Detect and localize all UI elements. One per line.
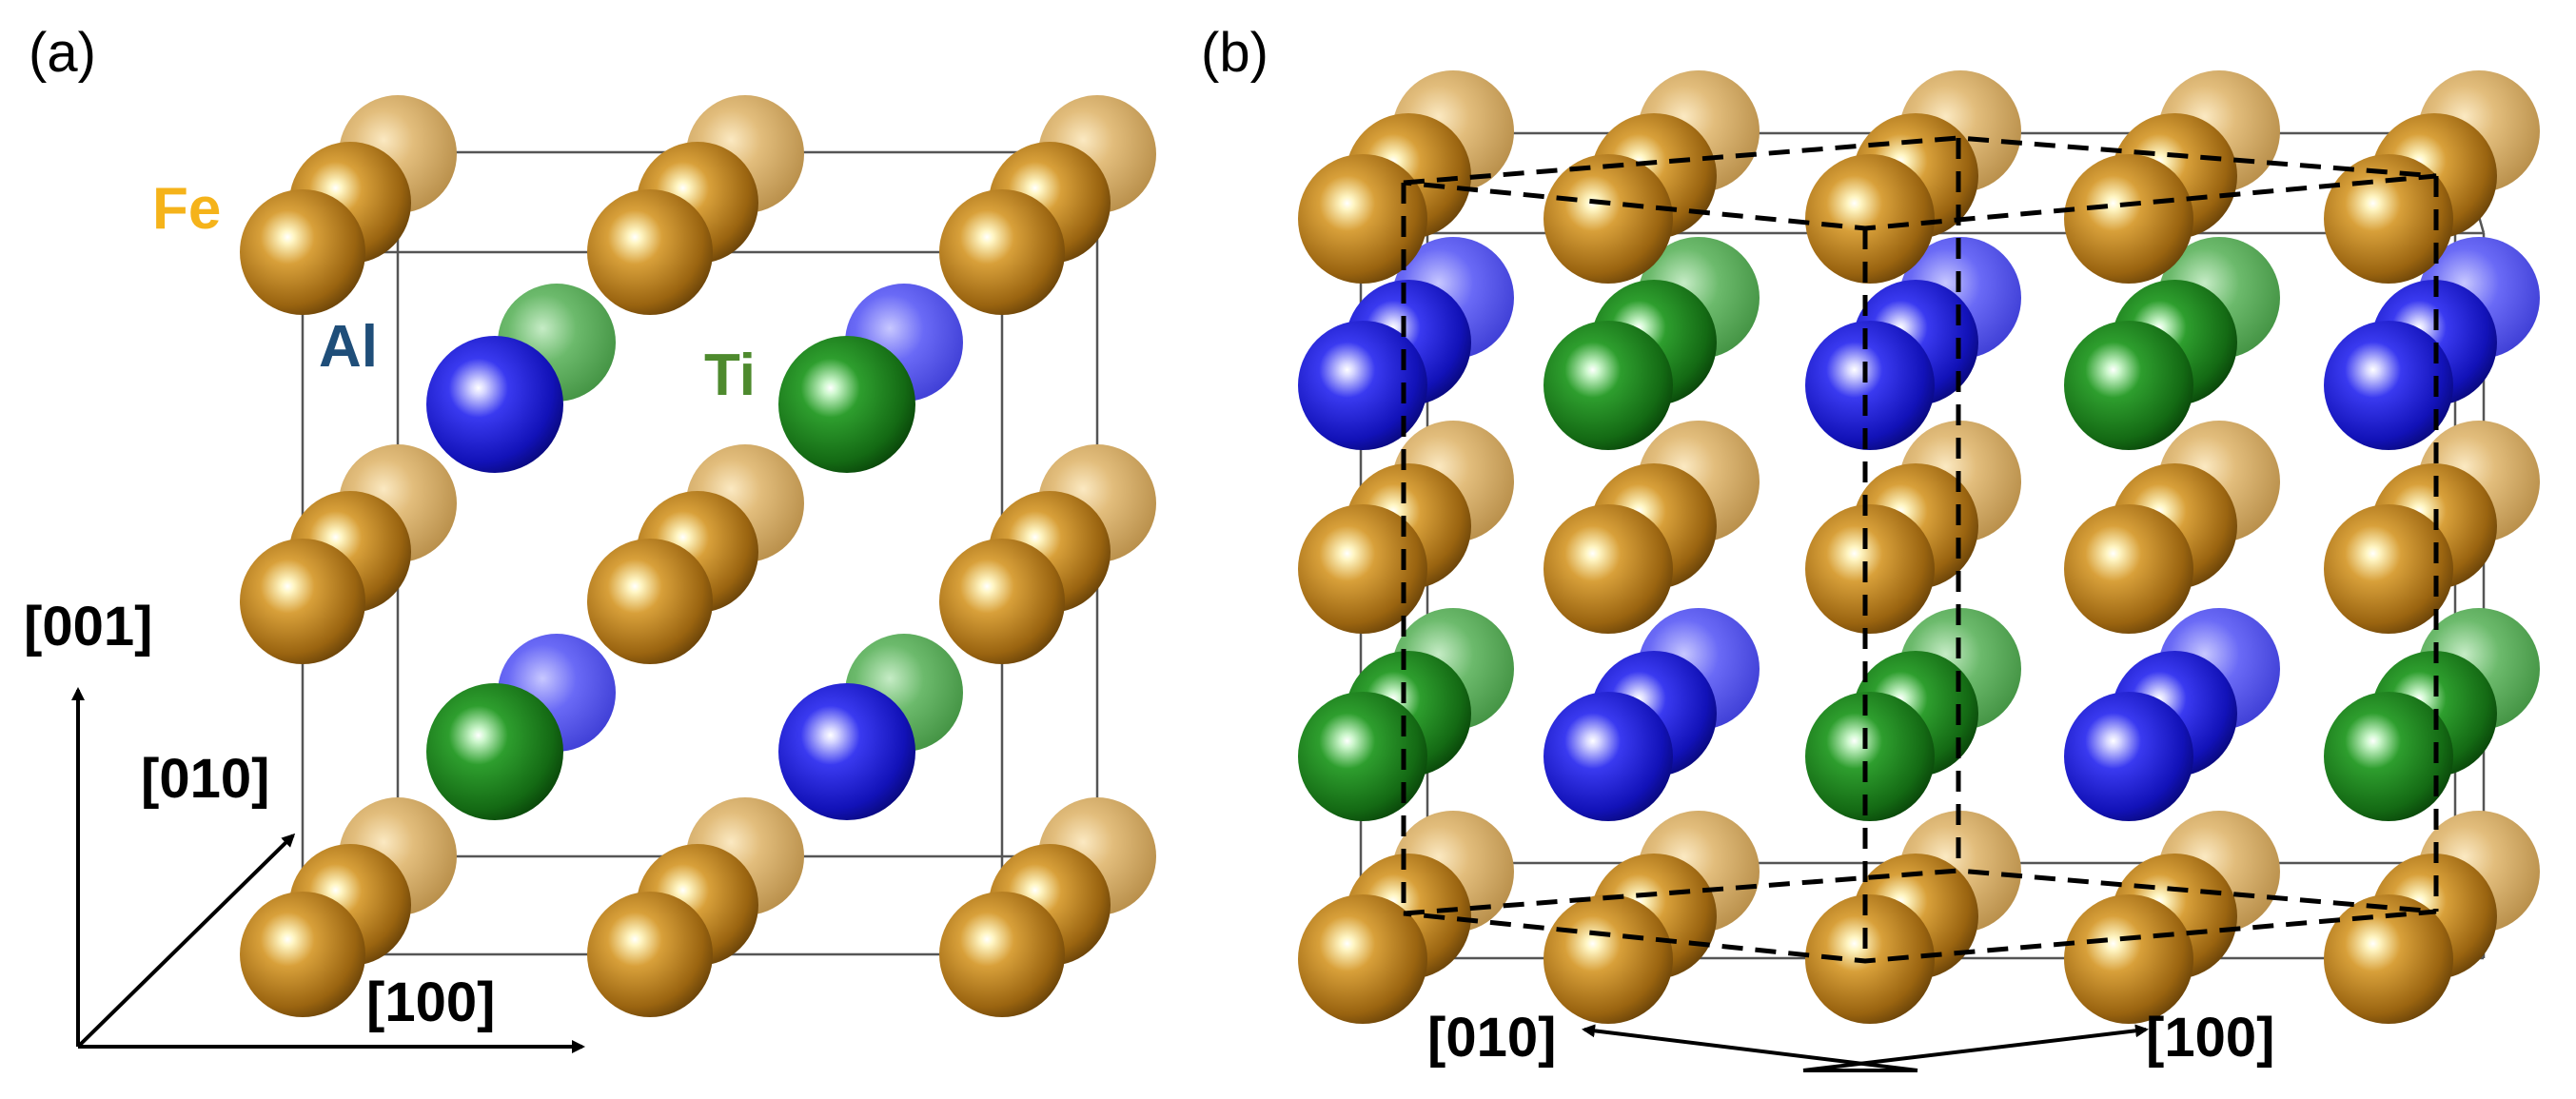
fe-atom (939, 189, 1065, 315)
fe-atom (939, 539, 1065, 664)
fe-atom (1298, 504, 1427, 634)
al-atom (1805, 321, 1935, 450)
al-atom (778, 683, 915, 820)
fe-atom (1805, 154, 1935, 284)
axis-label-100: [100] (366, 971, 495, 1033)
fe-atom (240, 892, 365, 1017)
ti-atom (1298, 692, 1427, 821)
fe-atom (1544, 154, 1673, 284)
axis-label-010-b: [010] (1427, 1007, 1556, 1069)
panel-b: (b) [010] (1201, 22, 2540, 1072)
fe-atom (1805, 504, 1935, 634)
al-atom (1298, 321, 1427, 450)
fe-atom (1544, 894, 1673, 1024)
axis-label-001: [001] (24, 596, 152, 657)
al-atom (2064, 692, 2193, 821)
axis-010-arrow-icon (76, 833, 296, 1049)
fe-atom (240, 539, 365, 664)
panel-b-label: (b) (1201, 22, 1268, 84)
atoms-a (240, 95, 1156, 1017)
fe-atom (2064, 894, 2193, 1024)
fe-atom (240, 189, 365, 315)
panel-a-label: (a) (29, 22, 96, 84)
fe-atom (587, 539, 713, 664)
ti-atom (426, 683, 563, 820)
axes-a (71, 687, 585, 1053)
fe-atom (2324, 504, 2453, 634)
axis-label-100-b: [100] (2146, 1007, 2274, 1069)
axes-b (1582, 1024, 2149, 1072)
ti-label: Ti (704, 343, 756, 408)
ti-atom (2324, 692, 2453, 821)
ti-atom (2064, 321, 2193, 450)
al-atom (2324, 321, 2453, 450)
ti-atom (1544, 321, 1673, 450)
ti-atom (1805, 692, 1935, 821)
fe-label: Fe (152, 176, 221, 242)
fe-atom (587, 892, 713, 1017)
primitive-cell-b (1401, 135, 2439, 964)
fe-atom (2324, 894, 2453, 1024)
fe-atom (1298, 894, 1427, 1024)
axis-100-b-arrow-icon (1802, 1024, 2149, 1072)
axis-label-010: [010] (141, 748, 269, 810)
atoms-b (1298, 70, 2540, 1024)
fe-atom (939, 892, 1065, 1017)
fe-atom (2064, 154, 2193, 284)
panel-a: (a) Fe Al Ti [001] [010] [100] (24, 22, 1156, 1053)
al-label: Al (319, 314, 378, 380)
fe-atom (2324, 154, 2453, 284)
fe-atom (2064, 504, 2193, 634)
fe-atom (1544, 504, 1673, 634)
al-atom (1544, 692, 1673, 821)
fe-atom (587, 189, 713, 315)
fe-atom (1298, 154, 1427, 284)
ti-atom (778, 336, 915, 473)
al-atom (426, 336, 563, 473)
